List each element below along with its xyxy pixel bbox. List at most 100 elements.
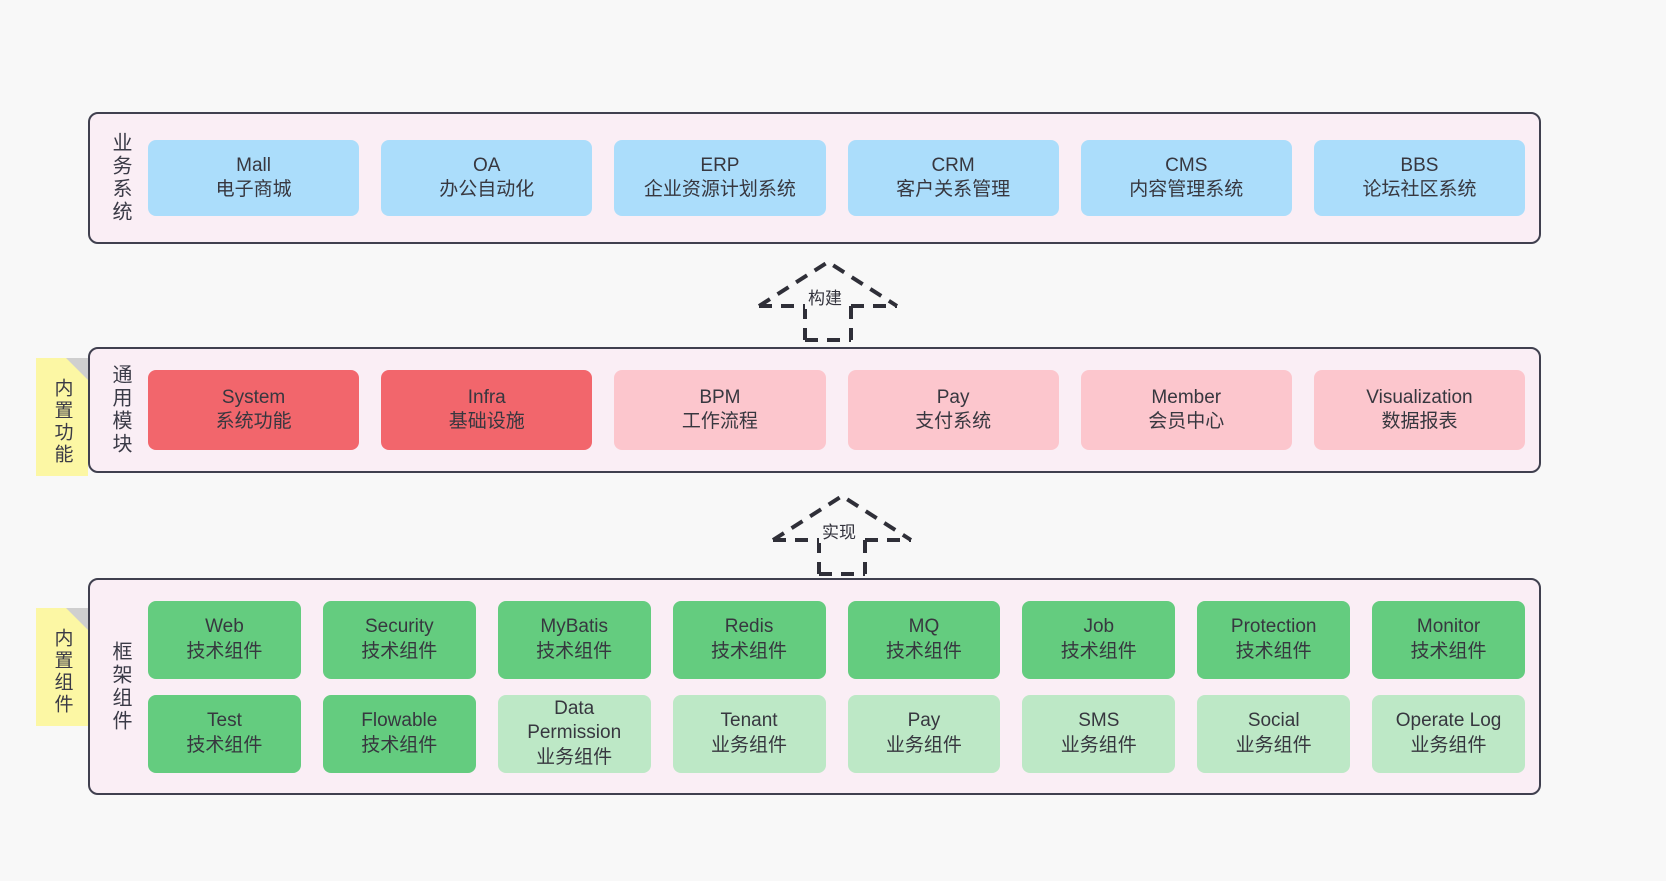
card-protection-desc: 技术组件: [1235, 640, 1312, 662]
card-operate-log[interactable]: Operate Log 业务组件: [1372, 694, 1525, 773]
card-mq-name: MQ: [908, 616, 940, 638]
card-social-desc: 业务组件: [1235, 734, 1312, 756]
layer-body-business-systems: Mall 电子商城 OA 办公自动化 ERP 企业资源计划系统 CRM 客户关系…: [142, 114, 1539, 242]
arrow-implement: 实现: [771, 492, 913, 576]
card-erp-desc: 企业资源计划系统: [643, 179, 796, 200]
card-cms[interactable]: CMS 内容管理系统: [1080, 140, 1292, 216]
card-security[interactable]: Security 技术组件: [322, 600, 476, 679]
card-monitor-desc: 技术组件: [1410, 640, 1487, 662]
card-pay-module-name: Pay: [936, 386, 970, 408]
card-job[interactable]: Job 技术组件: [1022, 600, 1176, 679]
card-bbs-desc: 论坛社区系统: [1362, 179, 1477, 200]
card-mybatis-name: MyBatis: [540, 616, 608, 638]
card-test[interactable]: Test 技术组件: [148, 694, 301, 773]
sticky-fold-corner: [66, 358, 88, 380]
card-bbs[interactable]: BBS 论坛社区系统: [1313, 140, 1526, 216]
layer-business-systems: 业务系统 Mall 电子商城 OA 办公自动化 ERP 企业资源计划系统 CRM: [88, 112, 1541, 244]
card-job-name: Job: [1083, 616, 1115, 638]
card-mq[interactable]: MQ 技术组件: [847, 600, 1001, 679]
card-monitor-name: Monitor: [1416, 616, 1481, 638]
card-data-permission[interactable]: Data Permission 业务组件: [497, 694, 651, 773]
layer-title-business-systems: 业务系统: [109, 132, 131, 224]
card-tenant-name: Tenant: [720, 710, 778, 732]
business-card-row: Mall 电子商城 OA 办公自动化 ERP 企业资源计划系统 CRM 客户关系…: [148, 140, 1526, 216]
card-flowable-desc: 技术组件: [361, 734, 438, 756]
card-pay-module[interactable]: Pay 支付系统: [847, 370, 1059, 450]
sticky-fold-corner: [66, 608, 88, 630]
card-infra-desc: 基础设施: [448, 411, 525, 432]
card-pay-component[interactable]: Pay 业务组件: [847, 694, 1001, 773]
card-redis[interactable]: Redis 技术组件: [672, 600, 826, 679]
card-system-desc: 系统功能: [215, 411, 292, 432]
sticky-note-builtin-features: 内置功能: [36, 358, 88, 476]
arrow-implement-label: 实现: [819, 523, 859, 543]
card-bbs-name: BBS: [1400, 154, 1439, 176]
card-crm-name: CRM: [931, 154, 975, 176]
card-bpm[interactable]: BPM 工作流程: [614, 370, 826, 450]
card-mall[interactable]: Mall 电子商城: [148, 140, 360, 216]
card-pay-component-name: Pay: [907, 710, 941, 732]
card-operate-log-desc: 业务组件: [1410, 734, 1487, 756]
card-tenant-desc: 业务组件: [711, 734, 788, 756]
card-job-desc: 技术组件: [1060, 640, 1137, 662]
card-mybatis[interactable]: MyBatis 技术组件: [497, 600, 651, 679]
card-visualization[interactable]: Visualization 数据报表: [1313, 370, 1526, 450]
sticky-note-builtin-components-label: 内置组件: [51, 628, 73, 716]
card-infra-name: Infra: [467, 386, 506, 408]
card-system[interactable]: System 系统功能: [148, 370, 360, 450]
card-mall-desc: 电子商城: [215, 179, 292, 200]
card-oa-name: OA: [473, 154, 501, 176]
card-protection[interactable]: Protection 技术组件: [1197, 600, 1351, 679]
framework-card-row-tech: Web 技术组件 Security 技术组件 MyBatis 技术组件 Redi…: [148, 600, 1525, 679]
card-redis-name: Redis: [724, 616, 774, 638]
card-bpm-name: BPM: [699, 386, 741, 408]
card-system-name: System: [221, 386, 286, 408]
arrow-build: 构建: [757, 258, 899, 342]
card-protection-name: Protection: [1230, 616, 1317, 638]
card-web-name: Web: [205, 616, 244, 638]
sticky-note-builtin-components: 内置组件: [36, 608, 88, 726]
card-security-desc: 技术组件: [361, 640, 438, 662]
card-web[interactable]: Web 技术组件: [148, 600, 301, 679]
card-redis-desc: 技术组件: [711, 640, 788, 662]
layer-title-framework-components: 框架组件: [109, 640, 131, 733]
card-operate-log-name: Operate Log: [1395, 710, 1502, 732]
card-web-desc: 技术组件: [186, 640, 263, 662]
card-data-permission-name: Data: [554, 698, 595, 720]
card-oa[interactable]: OA 办公自动化: [381, 140, 593, 216]
card-member-name: Member: [1151, 386, 1222, 408]
layer-body-common-modules: System 系统功能 Infra 基础设施 BPM 工作流程 Pay 支付系统…: [142, 349, 1539, 471]
card-erp-name: ERP: [700, 154, 740, 176]
card-mall-name: Mall: [236, 154, 271, 176]
card-erp[interactable]: ERP 企业资源计划系统: [614, 140, 826, 216]
card-bpm-desc: 工作流程: [681, 411, 758, 432]
card-security-name: Security: [364, 616, 434, 638]
card-sms-name: SMS: [1078, 710, 1120, 732]
card-monitor[interactable]: Monitor 技术组件: [1372, 600, 1525, 679]
card-tenant[interactable]: Tenant 业务组件: [672, 694, 826, 773]
card-crm[interactable]: CRM 客户关系管理: [847, 140, 1059, 216]
layer-framework-components: 框架组件 Web 技术组件 Security 技术组件 MyBatis 技术组件…: [88, 578, 1541, 795]
card-pay-component-desc: 业务组件: [885, 734, 962, 756]
framework-card-row-business: Test 技术组件 Flowable 技术组件 Data Permission …: [148, 694, 1525, 773]
card-member-desc: 会员中心: [1148, 411, 1225, 432]
arrow-build-label: 构建: [805, 289, 845, 309]
layer-body-framework-components: Web 技术组件 Security 技术组件 MyBatis 技术组件 Redi…: [142, 580, 1539, 793]
card-infra[interactable]: Infra 基础设施: [381, 370, 593, 450]
card-cms-desc: 内容管理系统: [1129, 179, 1244, 200]
card-test-name: Test: [207, 710, 242, 732]
card-cms-name: CMS: [1165, 154, 1208, 176]
card-flowable[interactable]: Flowable 技术组件: [322, 694, 476, 773]
card-mq-desc: 技术组件: [885, 640, 962, 662]
card-visualization-name: Visualization: [1366, 386, 1473, 408]
card-visualization-desc: 数据报表: [1381, 411, 1458, 432]
card-flowable-name: Flowable: [361, 710, 438, 732]
card-mybatis-desc: 技术组件: [536, 640, 613, 662]
layer-title-common-modules: 通用模块: [109, 364, 131, 456]
sticky-note-builtin-features-label: 内置功能: [51, 378, 73, 466]
layer-common-modules: 通用模块 System 系统功能 Infra 基础设施 BPM 工作流程 Pay: [88, 347, 1541, 473]
card-sms[interactable]: SMS 业务组件: [1022, 694, 1176, 773]
card-social[interactable]: Social 业务组件: [1197, 694, 1351, 773]
card-member[interactable]: Member 会员中心: [1080, 370, 1292, 450]
module-card-row: System 系统功能 Infra 基础设施 BPM 工作流程 Pay 支付系统…: [148, 370, 1526, 450]
